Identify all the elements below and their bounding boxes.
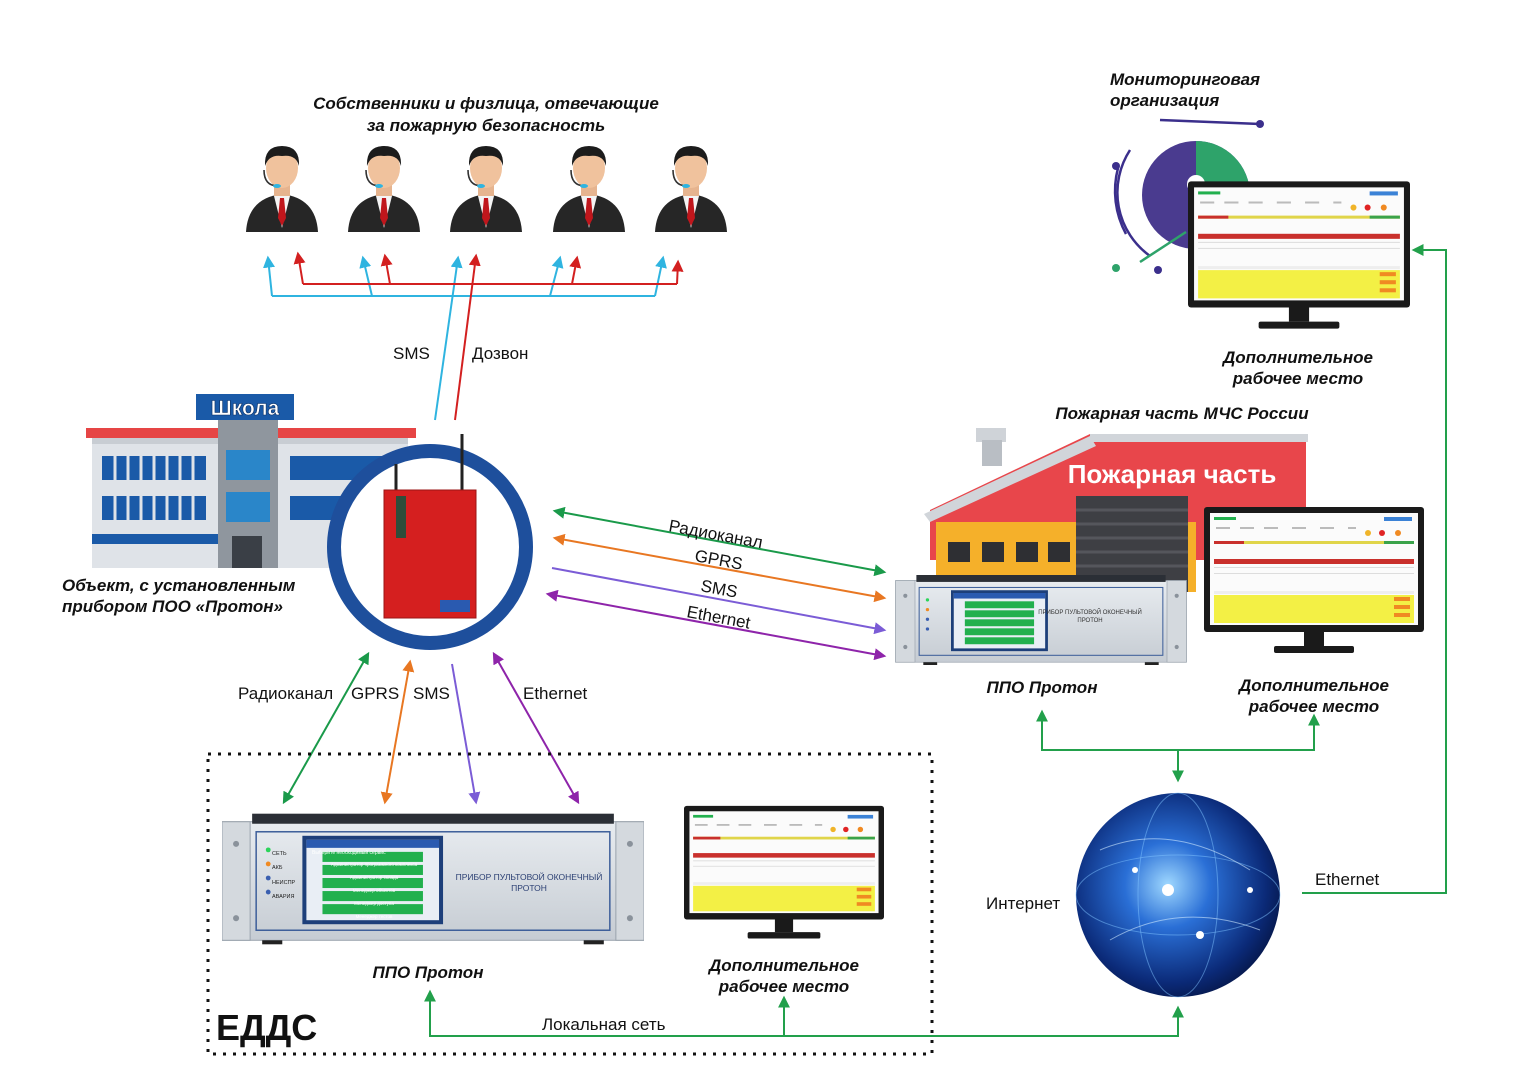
monitoring-title-line2: организация <box>1110 91 1219 110</box>
proton-object-device <box>383 434 477 619</box>
down-link-radio: Радиоканал <box>238 684 333 703</box>
fire-device-caption: ППО Протон <box>987 678 1098 697</box>
fire-station-header: Пожарная часть МЧС России <box>1055 404 1309 423</box>
down-link-ethernet: Ethernet <box>523 684 588 703</box>
school-caption-line2: прибором ПОО «Протон» <box>62 597 283 616</box>
edds-monitor <box>684 805 884 939</box>
led-label-net: СЕТЬ <box>272 851 287 857</box>
person-icon <box>245 145 319 233</box>
down-link-sms: SMS <box>413 684 450 703</box>
internet-ethernet-label: Ethernet <box>1315 870 1380 889</box>
owners-title-line1: Собственники и физлица, отвечающие <box>313 94 659 113</box>
right-link-radio: Радиоканал <box>667 516 764 552</box>
right-link-gprs: GPRS <box>693 546 744 573</box>
fire-device-title-line2: ПРОТОН <box>1077 618 1102 624</box>
right-link-sms: SMS <box>699 576 739 601</box>
person-icon <box>654 145 728 233</box>
internet-label: Интернет <box>986 894 1060 913</box>
edds-zone <box>206 752 934 1056</box>
menu-item: Администратор программного комплекса <box>331 862 418 867</box>
call-distribution-lines <box>293 251 684 421</box>
fire-workplace-line1: Дополнительное <box>1237 676 1389 695</box>
school-caption-line1: Объект, с установленным <box>62 576 296 595</box>
owners-title-line2: за пожарную безопасность <box>367 116 606 135</box>
menu-item: Менеджер доступа <box>354 901 394 906</box>
right-link-ethernet: Ethernet <box>685 602 752 632</box>
led-label-alarm: АВАРИЯ <box>272 894 294 900</box>
sms-label: SMS <box>393 344 430 363</box>
menu-item: Менеджер объектов <box>353 888 396 893</box>
edds-workplace-line1: Дополнительное <box>707 956 859 975</box>
edds-device: ПРИБОР ПУЛЬТОВОЙ ОКОНЕЧНЫЙ ПРОТОН СЕТЬ А… <box>222 812 644 946</box>
edds-device-caption: ППО Протон <box>373 963 484 982</box>
led-label-fault: НЕИСПР <box>272 880 296 886</box>
down-link-gprs: GPRS <box>351 684 399 703</box>
person-icon <box>347 145 421 233</box>
links-to-fire-station <box>545 506 887 661</box>
network-lines <box>424 244 1447 1037</box>
fire-station-monitor <box>1204 507 1424 653</box>
fire-station-device: ПРИБОР ПУЛЬТОВОЙ ОКОНЕЧНЫЙ ПРОТОН <box>895 575 1187 665</box>
menu-item: Менеджер тестов <box>356 914 393 919</box>
person-icon <box>552 145 626 233</box>
owners-group <box>245 145 728 233</box>
fire-device-title-line1: ПРИБОР ПУЛЬТОВОЙ ОКОНЕЧНЫЙ <box>1038 608 1142 616</box>
fire-station-sign: Пожарная часть <box>1068 459 1277 489</box>
edds-device-title-line2: ПРОТОН <box>511 883 547 893</box>
fire-workplace-line2: рабочее место <box>1248 697 1379 716</box>
menu-item: Администратор склада <box>350 875 399 880</box>
call-label: Дозвон <box>472 344 528 363</box>
edds-device-title-line1: ПРИБОР ПУЛЬТОВОЙ ОКОНЕЧНЫЙ <box>456 871 603 882</box>
internet-globe-icon <box>1075 792 1281 998</box>
links-to-edds <box>282 651 580 805</box>
screen-header: Выберите необходимый сервис <box>312 849 386 856</box>
person-icon <box>449 145 523 233</box>
school-sign: Школа <box>211 397 280 420</box>
edds-workplace-line2: рабочее место <box>718 977 849 996</box>
monitoring-title-line1: Мониторинговая <box>1110 70 1260 89</box>
led-label-battery: АКБ <box>272 865 283 871</box>
monitoring-workplace-line1: Дополнительное <box>1221 348 1373 367</box>
monitoring-monitor <box>1188 181 1410 329</box>
monitoring-workplace-line2: рабочее место <box>1232 369 1363 388</box>
edds-label: ЕДДС <box>216 1007 317 1048</box>
lan-label: Локальная сеть <box>542 1015 666 1034</box>
